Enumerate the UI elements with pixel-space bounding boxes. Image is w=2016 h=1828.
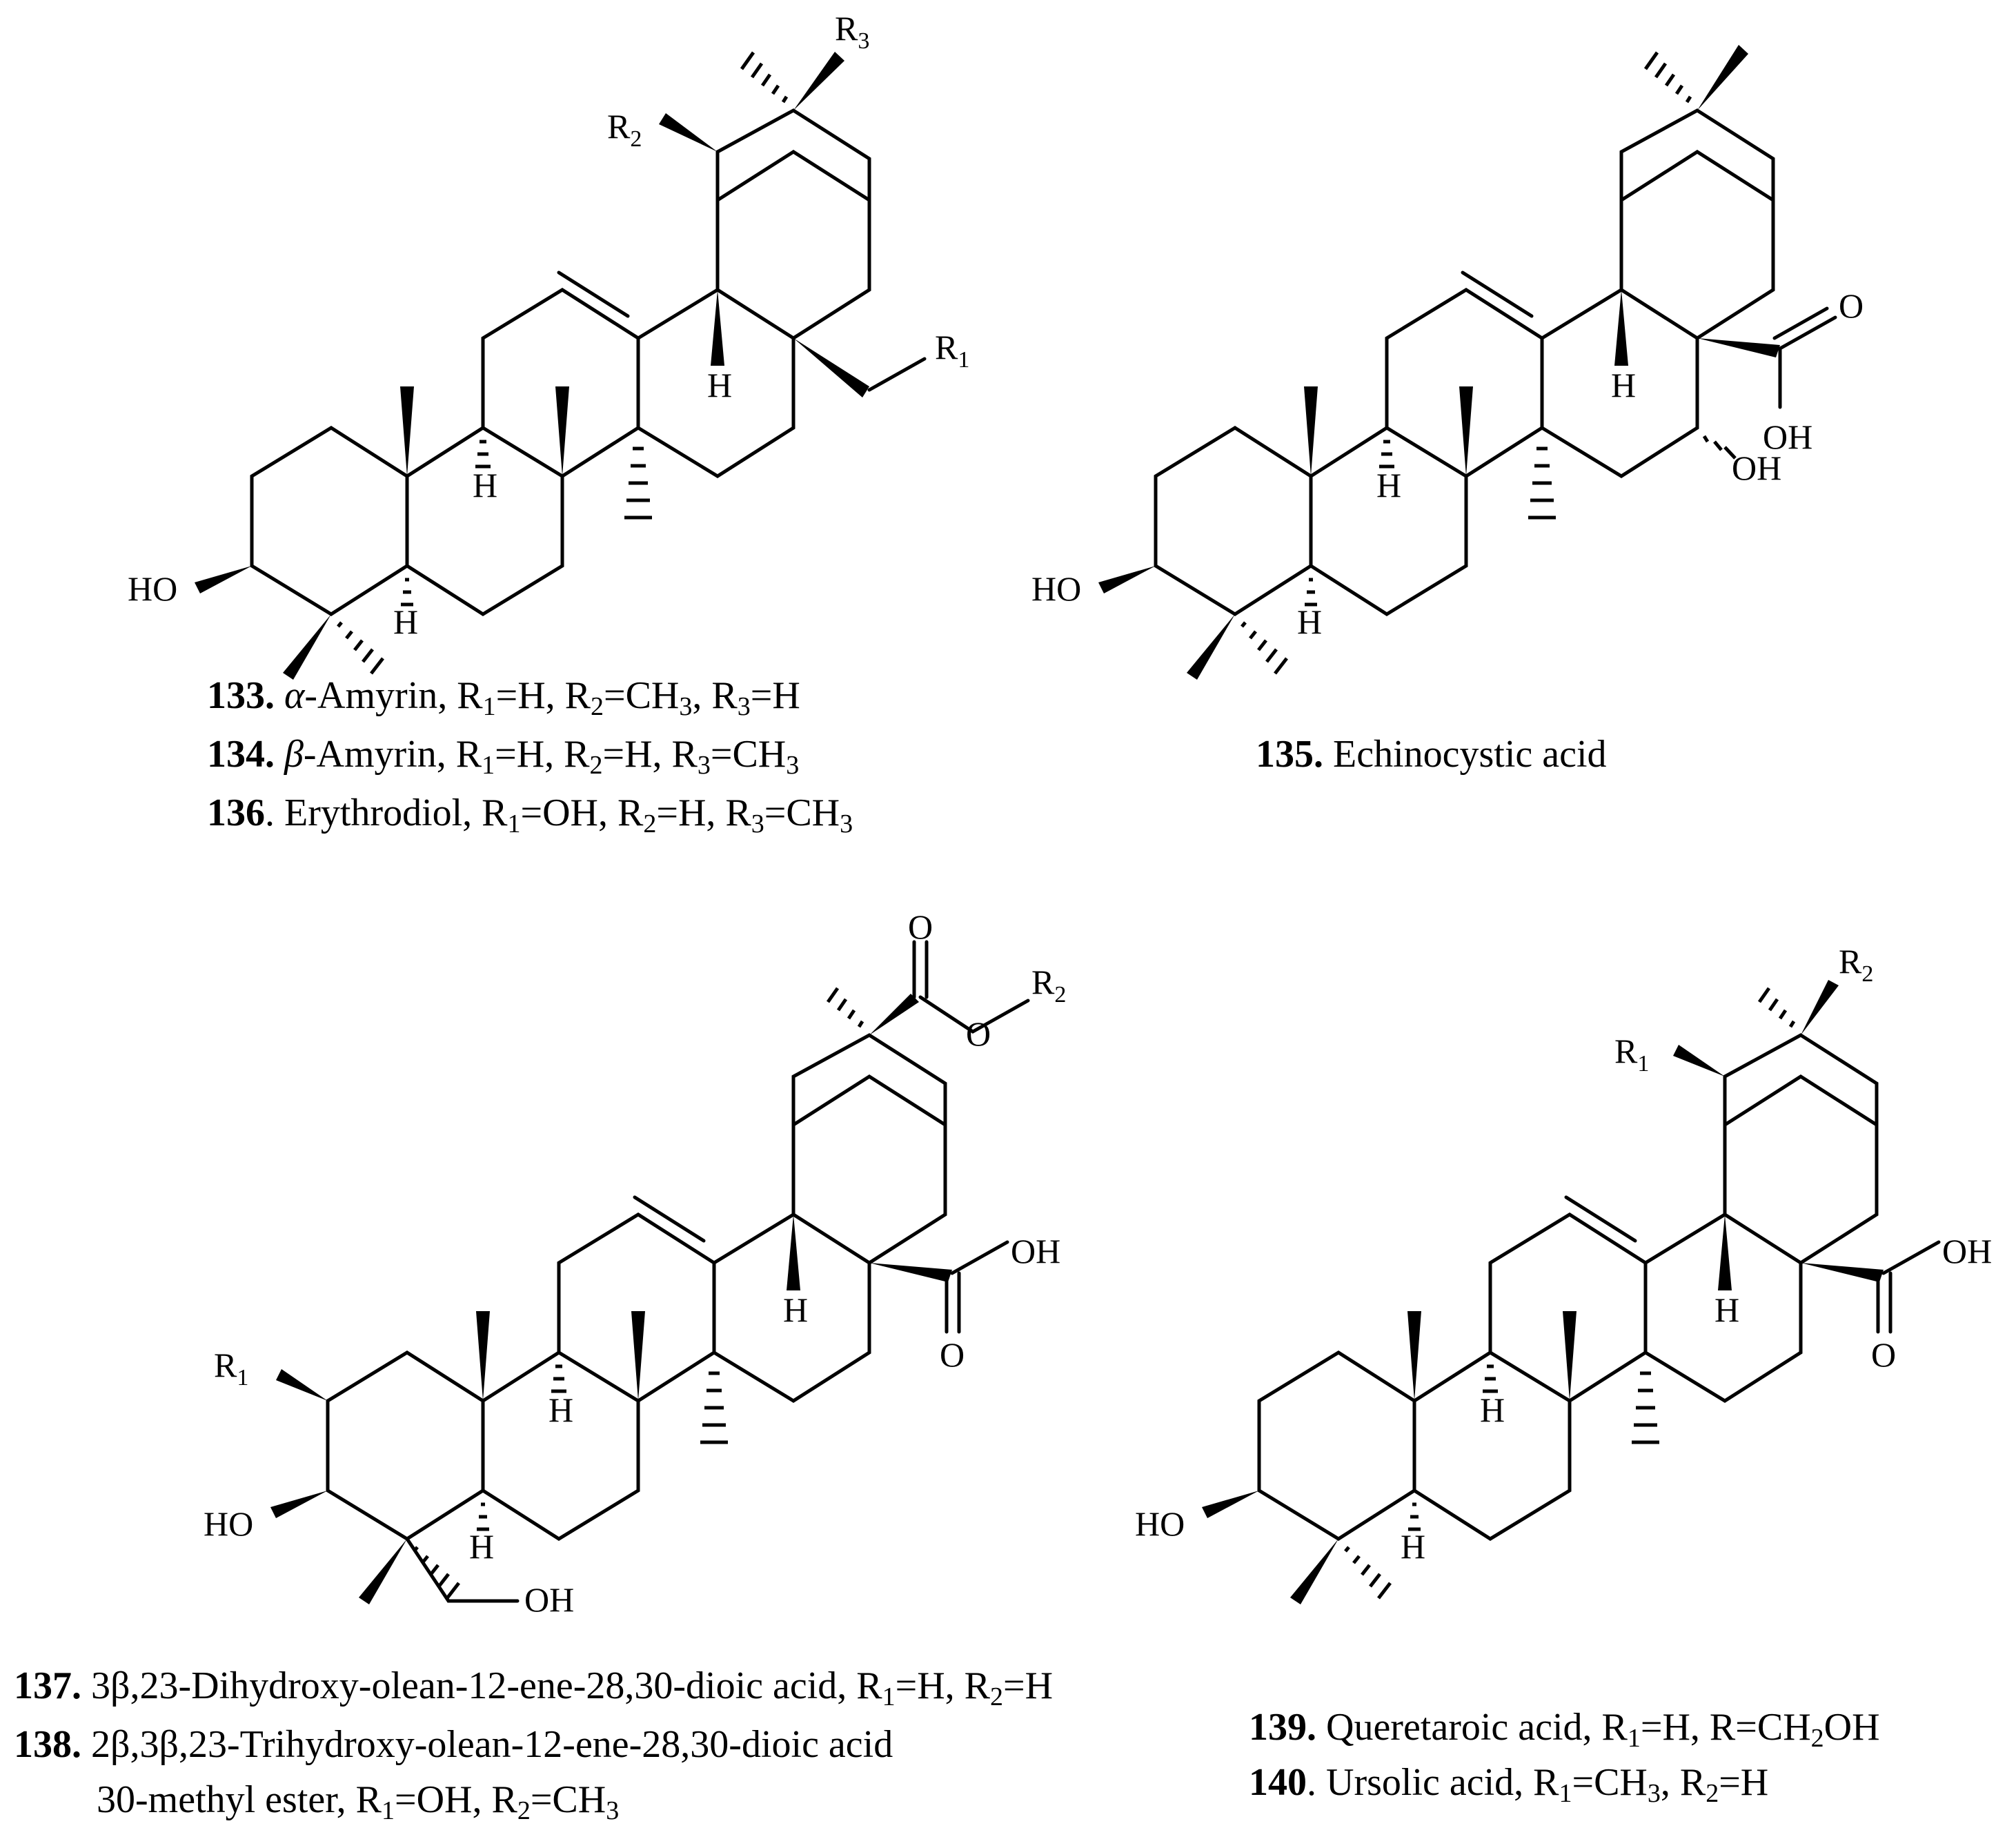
h5-label: H [393,602,418,641]
caption-139: 139. Queretaroic acid, R1=H, R=CH2OH [1249,1706,1880,1753]
hydroxyl-label: HO [1031,569,1081,608]
r2-label: R2 [607,107,642,152]
r1-label: R1 [935,328,969,373]
h9-label: H [1376,466,1401,504]
h9-label: H [473,466,497,504]
carbonyl-o-label: O [1839,286,1864,325]
caption-133: 133. α-Amyrin, R1=H, R2=CH3, R3=H [207,674,800,721]
h18-label: H [1611,366,1636,404]
carboxyl-oh-label: OH [1763,417,1812,456]
r1-label: R1 [1614,1032,1649,1077]
h5-label: H [469,1527,494,1566]
molecule-amyrin: R3 R2 R1 HO H H H [128,9,969,680]
ester-carbonyl-o-label: O [908,907,933,946]
h9-label: H [549,1390,573,1429]
h9-label: H [1480,1390,1505,1429]
c16-oh-label: OH [1732,449,1781,487]
h18-label: H [783,1290,808,1329]
caption-140: 140. Ursolic acid, R1=CH3, R2=H [1249,1761,1769,1808]
h5-label: H [1401,1527,1425,1566]
carboxyl-o-label: O [940,1335,965,1374]
c23-oh-label: OH [524,1580,574,1619]
molecule-ursolic: R2 R1 OH O HO H H H [1135,942,1992,1604]
ester-o-label: O [966,1014,991,1053]
molecule-echinocystic: O OH OH HO H H H [1031,45,1864,680]
caption-135: 135. Echinocystic acid [1256,733,1607,776]
r2-label: R2 [1839,942,1873,987]
hydroxyl-label: HO [128,569,177,608]
h18-label: H [707,366,732,404]
caption-138: 138. 2β,3β,23-Trihydroxy-olean-12-ene-28… [14,1723,893,1766]
hydroxyl-label: HO [204,1504,253,1543]
caption-134: 134. β-Amyrin, R1=H, R2=H, R3=CH3 [207,733,800,780]
r1-label: R1 [214,1346,248,1390]
carboxyl-oh-label: OH [1942,1232,1992,1270]
r3-label: R3 [835,9,869,54]
hydroxyl-label: HO [1135,1504,1185,1543]
caption-138-continued: 30-methyl ester, R1=OH, R2=CH3 [97,1778,620,1825]
carboxyl-o-label: O [1871,1335,1896,1374]
caption-137: 137. 3β,23-Dihydroxy-olean-12-ene-28,30-… [14,1664,1054,1711]
h5-label: H [1297,602,1322,641]
caption-136: 136. Erythrodiol, R1=OH, R2=H, R3=CH3 [207,792,853,838]
carboxyl-oh-label: OH [1011,1232,1060,1270]
molecule-dioic-acid: O O R2 OH O R1 HO OH H H H [204,907,1066,1619]
h18-label: H [1714,1290,1739,1329]
r2-label: R2 [1031,963,1066,1008]
